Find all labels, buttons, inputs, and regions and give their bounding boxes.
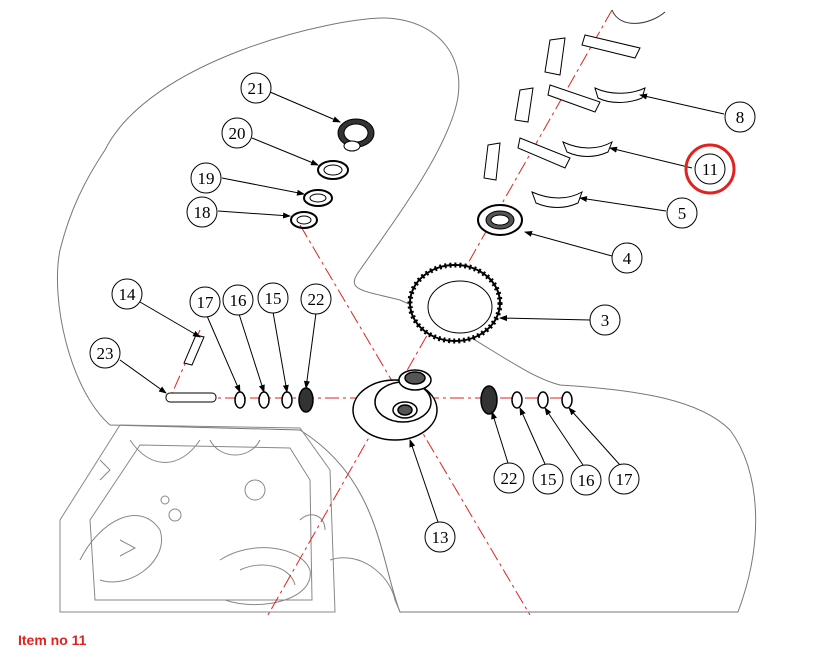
callout-20: 20	[221, 117, 253, 149]
svg-text:16: 16	[578, 471, 595, 490]
callout-11[interactable]: 11	[684, 143, 736, 195]
svg-text:22: 22	[308, 290, 325, 309]
svg-text:5: 5	[678, 204, 687, 223]
callout-18: 18	[186, 196, 218, 228]
svg-text:11: 11	[702, 160, 718, 179]
shims-5-8-11	[483, 34, 646, 208]
callout-15-right: 15	[532, 463, 564, 495]
item-caption: Item no 11	[18, 632, 87, 648]
svg-text:18: 18	[194, 203, 211, 222]
callout-3: 3	[589, 304, 621, 336]
callout-13: 13	[424, 521, 456, 553]
part-21-pinion-gear	[337, 118, 375, 152]
callout-16-left: 16	[222, 284, 254, 316]
callout-22-left: 22	[300, 283, 332, 315]
highlight-ring	[684, 143, 736, 195]
callout-14: 14	[111, 278, 143, 310]
svg-text:15: 15	[540, 470, 557, 489]
part-14-pin	[183, 334, 205, 366]
callout-5: 5	[666, 197, 698, 229]
part-23-cross-shaft	[165, 392, 217, 403]
left-washers-and-gear	[234, 387, 314, 413]
callout-22-right: 22	[493, 462, 525, 494]
callout-17-right: 17	[608, 463, 640, 495]
svg-text:4: 4	[623, 249, 632, 268]
callout-4: 4	[611, 242, 643, 274]
svg-text:22: 22	[501, 469, 518, 488]
svg-text:19: 19	[198, 169, 215, 188]
callout-17-left: 17	[189, 286, 221, 318]
washers-18-20	[290, 160, 349, 229]
svg-text:3: 3	[601, 311, 610, 330]
svg-text:17: 17	[616, 470, 634, 489]
callout-21: 21	[240, 72, 272, 104]
callout-8: 8	[724, 101, 756, 133]
part-3-ring-gear	[407, 262, 503, 344]
callout-23: 23	[89, 337, 121, 369]
leader-lines	[119, 91, 725, 523]
exploded-parts-diagram: 21 20 19 18 8 11 5 4 3 14 17 16 15 22 23…	[57, 9, 757, 615]
case-body-sketch	[59, 424, 401, 613]
svg-text:8: 8	[736, 108, 745, 127]
callout-16-right: 16	[570, 464, 602, 496]
housing-outline	[57, 17, 757, 613]
svg-text:20: 20	[229, 124, 246, 143]
svg-text:21: 21	[248, 79, 265, 98]
shaft-fragment	[611, 9, 666, 24]
right-washers-and-gear	[480, 385, 573, 415]
part-4-bearing	[477, 204, 523, 236]
svg-text:15: 15	[265, 289, 282, 308]
svg-text:17: 17	[197, 293, 215, 312]
callout-19: 19	[190, 162, 222, 194]
part-13-differential-carrier	[352, 369, 438, 441]
svg-text:14: 14	[119, 285, 137, 304]
svg-text:13: 13	[432, 528, 449, 547]
svg-text:23: 23	[97, 344, 114, 363]
svg-text:16: 16	[230, 291, 247, 310]
callout-15-left: 15	[257, 282, 289, 314]
